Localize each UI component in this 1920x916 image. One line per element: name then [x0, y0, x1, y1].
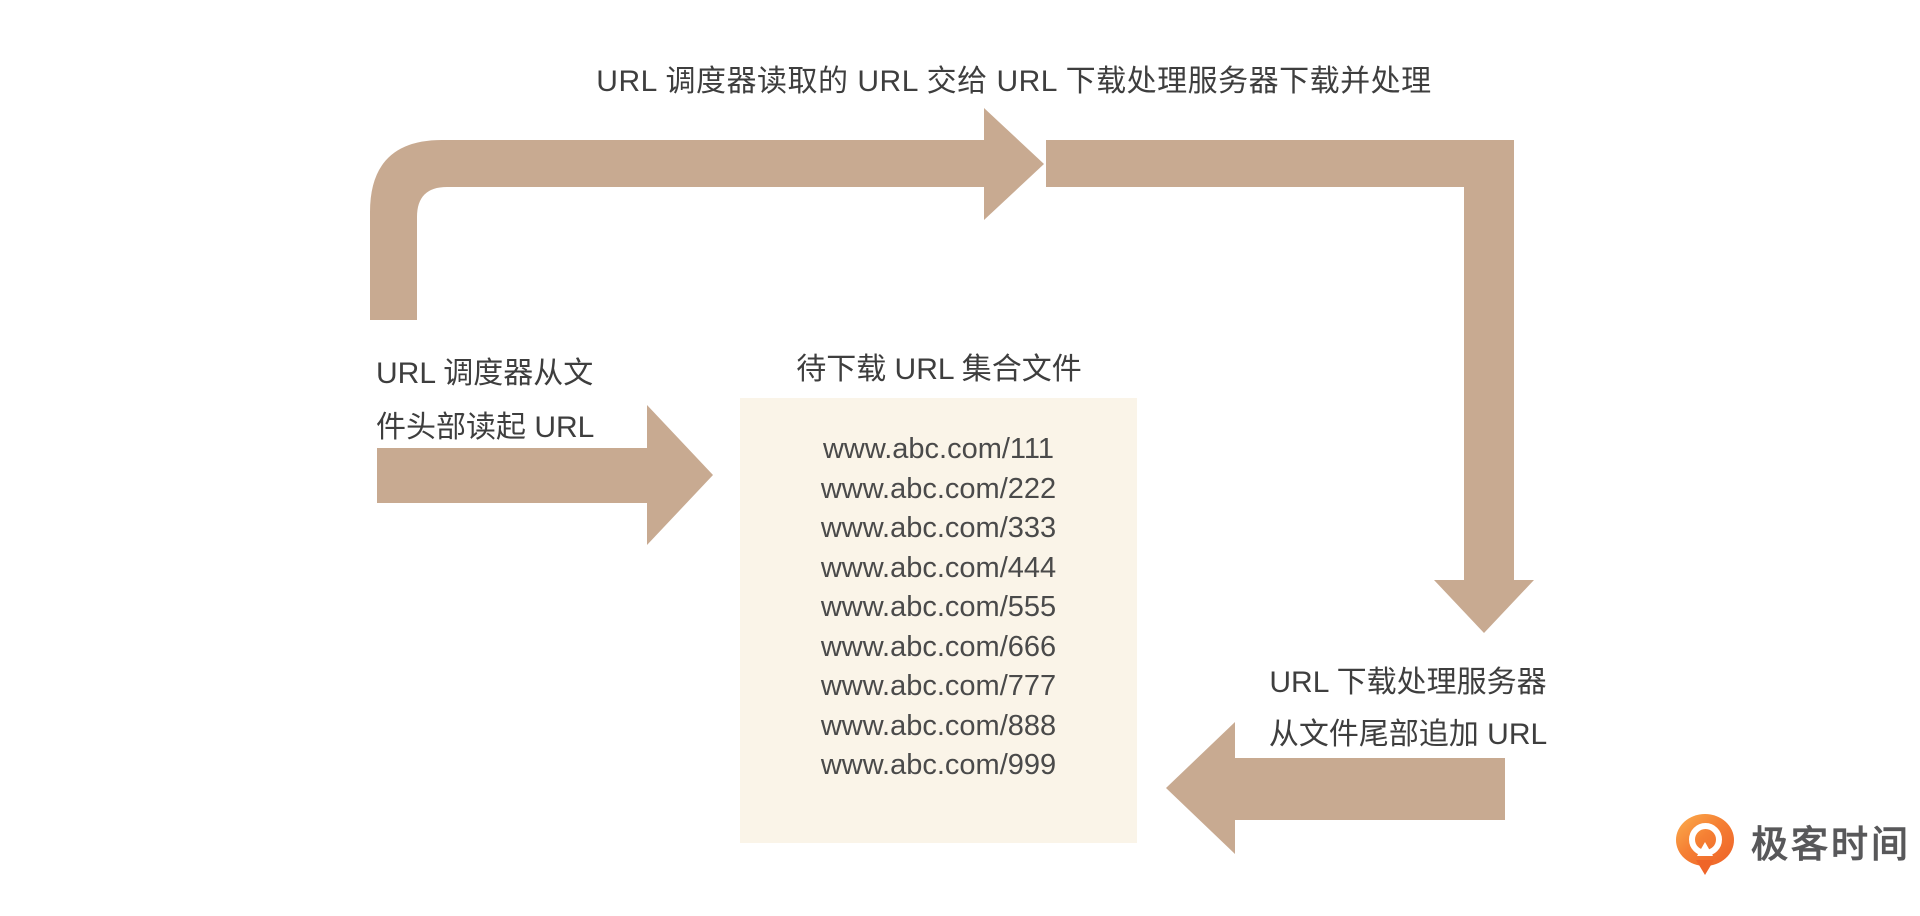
scheduler-read-label-line1: URL 调度器从文 [376, 357, 594, 390]
server-append-label-line2: 从文件尾部追加 URL [1268, 718, 1548, 751]
geektime-logo: 极客时间 [1676, 812, 1911, 878]
geektime-logo-icon [1676, 812, 1738, 878]
server-download-arrow [1046, 140, 1534, 633]
url-file-box [740, 398, 1137, 843]
url-list-item: www.abc.com/999 [820, 749, 1057, 781]
logo-mark [1697, 842, 1713, 856]
geektime-logo-text: 极客时间 [1751, 824, 1911, 865]
url-list-item: www.abc.com/555 [820, 591, 1057, 623]
url-list: www.abc.com/111 www.abc.com/222 www.abc.… [740, 430, 1137, 786]
url-file-box-title: 待下载 URL 集合文件 [796, 353, 1082, 386]
append-to-tail-arrow [1166, 722, 1505, 854]
url-list-item: www.abc.com/333 [820, 512, 1057, 544]
scheduler-read-label: URL 调度器从文 件头部读起 URL [376, 347, 594, 455]
url-list-item: www.abc.com/111 [822, 433, 1055, 465]
server-append-label-line1: URL 下载处理服务器 [1269, 666, 1547, 699]
scheduler-read-label-line2: 件头部读起 URL [376, 411, 595, 444]
scheduler-to-server-arrow [370, 108, 1044, 320]
read-from-head-arrow [377, 405, 713, 545]
url-list-item: www.abc.com/666 [820, 630, 1057, 663]
server-append-label: URL 下载处理服务器 从文件尾部追加 URL [1269, 657, 1547, 761]
top-caption: URL 调度器读取的 URL 交给 URL 下载处理服务器下载并处理 [596, 65, 1432, 98]
url-list-item: www.abc.com/444 [820, 551, 1057, 584]
url-list-item: www.abc.com/777 [820, 670, 1057, 702]
url-list-item: www.abc.com/888 [820, 709, 1057, 742]
logo-pin-tail [1696, 860, 1714, 875]
url-list-item: www.abc.com/222 [820, 472, 1057, 505]
